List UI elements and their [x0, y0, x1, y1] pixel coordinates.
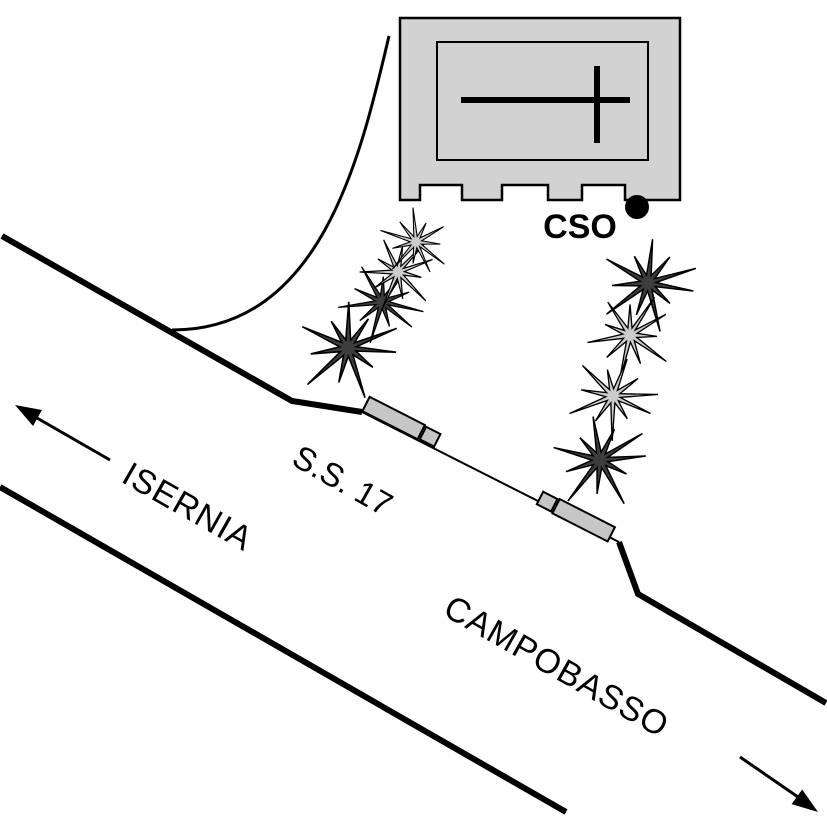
plant-star-icon — [594, 231, 702, 337]
curved-road-line — [171, 35, 391, 332]
plants-right — [550, 231, 702, 511]
plants-left — [295, 198, 460, 401]
gate-bar-icon — [361, 395, 427, 441]
main-road-lower-line — [0, 484, 568, 815]
cross-icon — [461, 66, 630, 143]
gate-bar-icon — [551, 497, 617, 543]
building-group — [398, 16, 682, 202]
direction-arrow-down-right — [739, 755, 818, 812]
direction-arrow-up-left — [15, 405, 111, 462]
site-dot-icon — [625, 195, 649, 219]
main-road-upper-line-right — [616, 540, 827, 706]
plant-star-icon — [550, 411, 651, 511]
campobasso-label: CAMPOBASSO — [438, 588, 676, 745]
gate-right — [535, 490, 617, 543]
main-road-upper-line-left — [0, 233, 363, 415]
ss17-label: S.S. 17 — [287, 438, 399, 524]
cso-label: CSO — [543, 208, 617, 246]
church-plan-icon — [398, 16, 682, 202]
gate-post-icon — [418, 425, 442, 448]
isernia-label: ISERNIA — [116, 455, 259, 559]
gate-post-icon — [535, 490, 559, 513]
building-inner-outline — [436, 41, 649, 161]
gate-left — [361, 395, 442, 448]
